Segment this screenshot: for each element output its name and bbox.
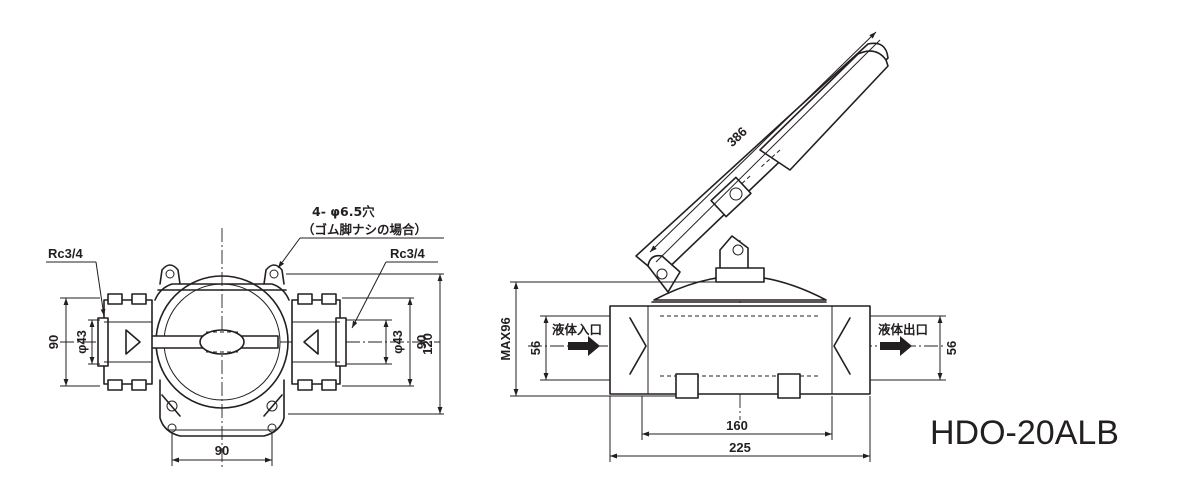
right-bottom-hole [266,400,278,412]
label-hole-note: 4- φ6.5穴 [312,204,375,219]
dim-label-span-90: 90 [215,443,229,458]
right-bolt-d [321,379,337,391]
right-bolt-b [321,293,337,305]
handle-pivot [647,254,681,293]
model-name: HDO-20ALB [930,414,1119,452]
outlet-flow-arrow [880,336,912,356]
left-flange [103,299,153,385]
dim-label-left-bore: φ43 [74,330,89,354]
link-arm [719,235,749,273]
right-check-valve [303,329,319,355]
right-flange [291,299,341,385]
dim-label-right-90: 90 [414,335,429,349]
inlet-valve [629,317,647,375]
left-port-face [97,317,109,367]
dim-label-handle-386: 386 [724,124,750,150]
label-inlet: 液体入口 [552,322,602,337]
left-foot [675,373,699,399]
dim-label-right-bore: φ43 [390,330,405,354]
dim-label-left-90: 90 [46,335,61,349]
base-ribs [161,394,283,417]
right-top-lug [263,264,285,285]
side-view: 386 液体入口 液体出口 MAX96 56 [498,31,959,462]
handle-grip [759,50,889,171]
shaft-hub [199,329,245,355]
label-port-right: Rc3/4 [390,246,425,261]
dim-line-handle-386 [649,31,877,253]
right-foot-hole [267,423,277,433]
leader-rc-left [95,261,106,317]
right-port-face [335,317,347,367]
left-top-lug [159,264,181,285]
handle-ext [655,39,881,263]
link-pin [732,244,744,256]
pump-main-body [609,305,871,395]
body-top-rim [154,283,290,301]
dim-label-225: 225 [729,440,751,455]
dim-label-56-right: 56 [944,341,959,355]
right-bolt-a [297,293,313,305]
body-base [159,379,285,437]
left-bolt-b [131,293,147,305]
label-port-left: Rc3/4 [48,246,83,261]
right-foot [777,373,801,399]
left-foot-hole [167,423,177,433]
dim-label-160: 160 [726,418,748,433]
label-outlet: 液体出口 [878,322,928,337]
pivot-pin [656,268,668,280]
label-hole-note-sub: （ゴム脚ナシの場合） [302,222,427,237]
leader-rc-right [351,261,387,329]
left-bolt-c [107,379,123,391]
right-top-hole [269,269,279,279]
front-view: 90 φ43 φ43 90 120 90 Rc3/4 Rc3/4 [46,204,444,470]
left-check-valve [125,329,141,355]
outlet-valve [833,317,851,375]
right-bolt-c [297,379,313,391]
pump-handle: 386 [635,31,889,293]
hub-hidden-lines [206,331,238,353]
dim-label-max96: MAX96 [498,317,513,360]
left-bottom-hole [166,400,178,412]
inlet-flow-arrow [568,336,600,356]
cover-boss [715,267,765,283]
left-bolt-d [131,379,147,391]
leader-hole [277,237,301,269]
dim-label-total-120: 120 [420,333,435,355]
left-bolt-a [107,293,123,305]
dim-label-56-left: 56 [528,341,543,355]
left-top-hole [165,269,175,279]
